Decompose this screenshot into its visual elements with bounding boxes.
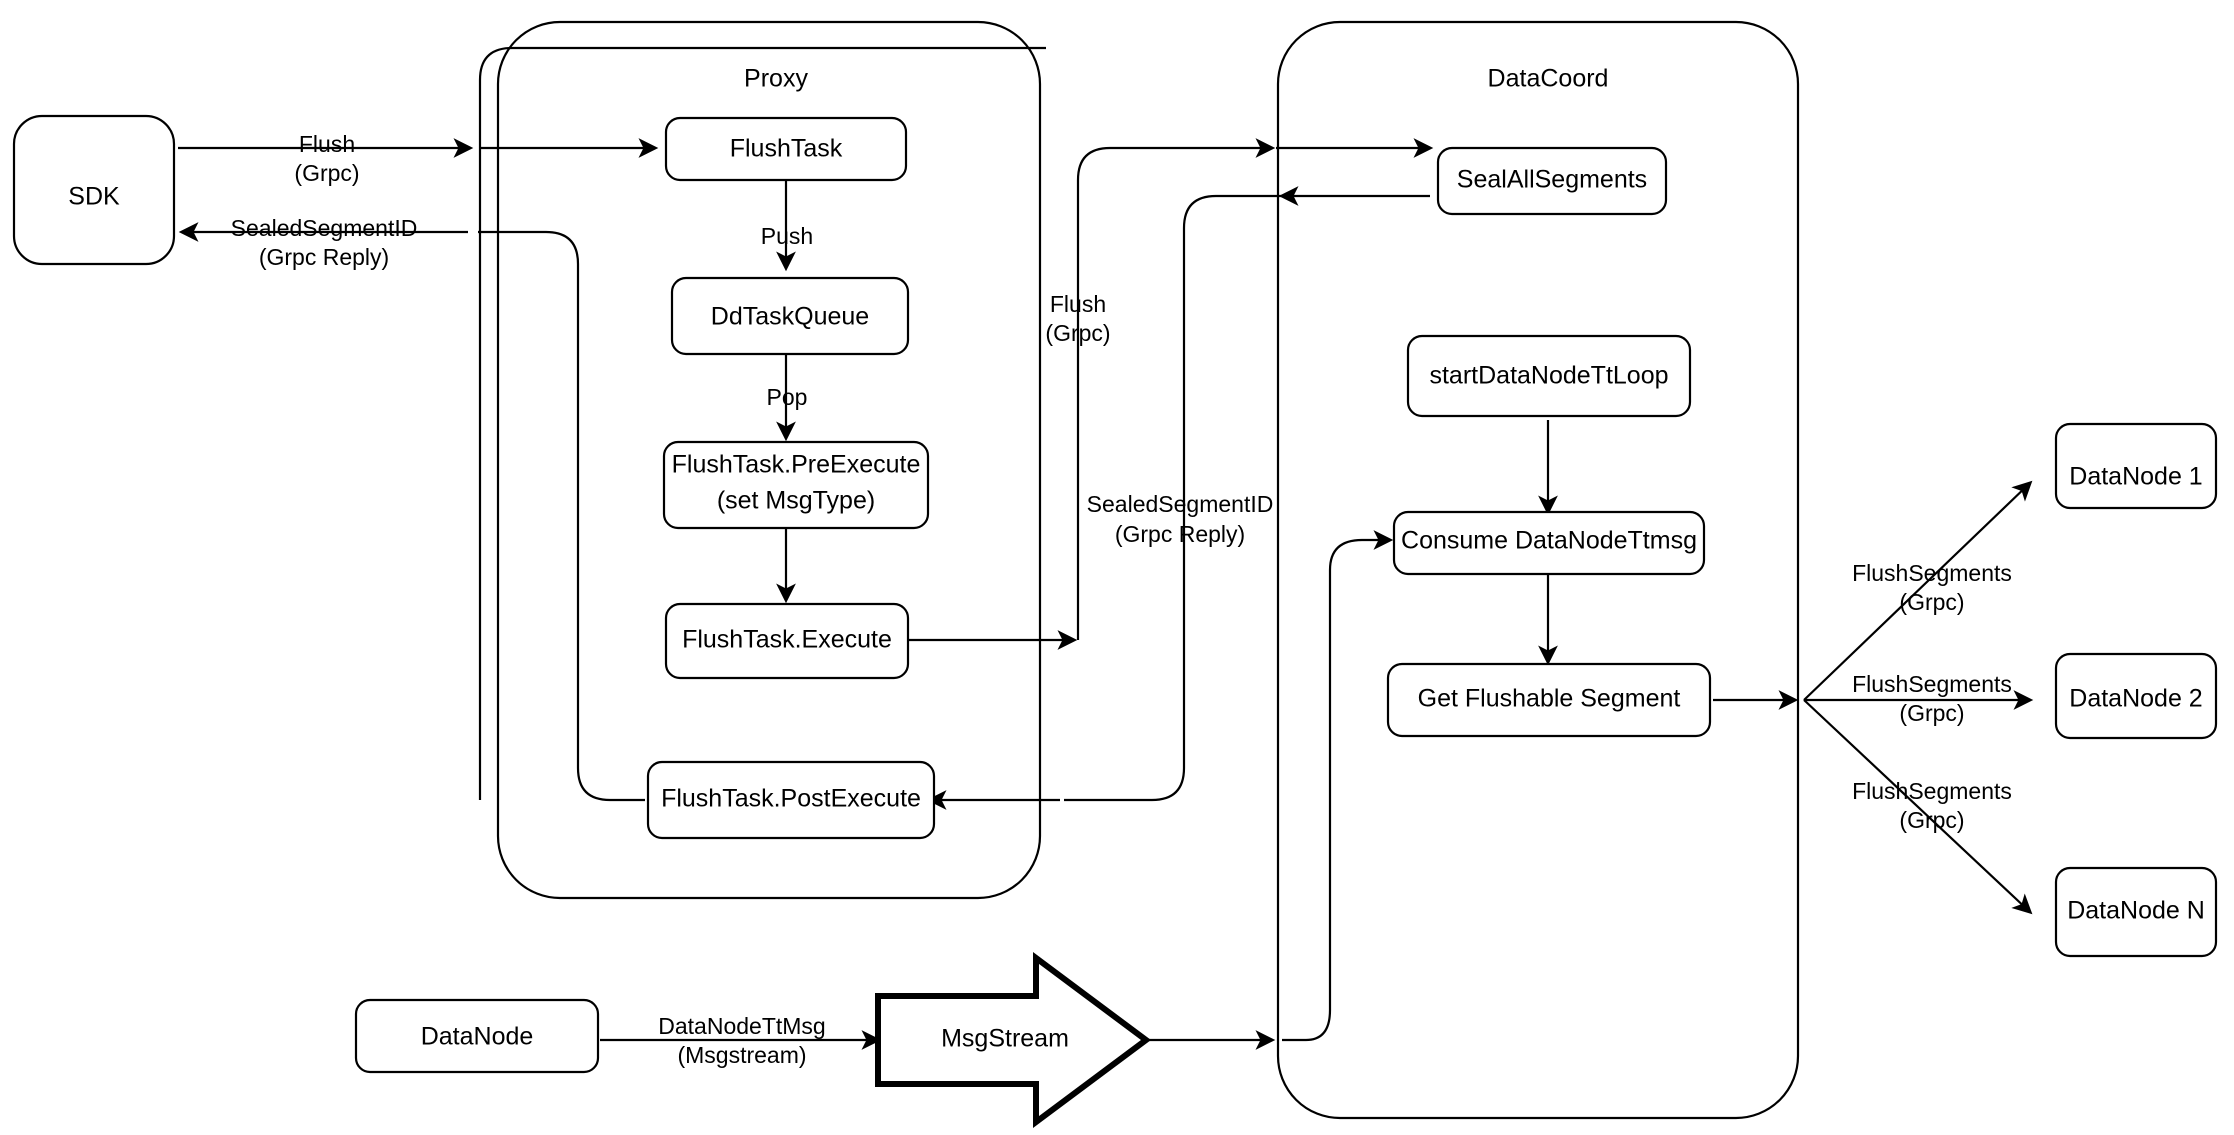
datanode2-label: DataNode 2 [2069,685,2202,713]
datacoord-container-label: DataCoord [1488,65,1609,93]
edge-label-flushsegments-1-line1: FlushSegments [1852,560,2012,586]
edge-label-flush-sdk: Flush (Grpc) [294,131,359,186]
node-datanode-2[interactable]: DataNode 2 [2054,652,2218,740]
node-flushtask-preexecute[interactable]: FlushTask.PreExecute (set MsgType) [662,440,930,530]
node-flushtask-execute[interactable]: FlushTask.Execute [664,602,910,680]
getflushable-box[interactable] [1386,662,1712,738]
edge-label-flush-grpc-line2: (Grpc) [1045,320,1110,346]
startttloop-label: startDataNodeTtLoop [1429,362,1668,390]
edge-label-flush-grpc: Flush (Grpc) [1045,291,1110,346]
edge-label-flushsegments-1-line2: (Grpc) [1899,589,1964,615]
edge-label-sealed-sdk: SealedSegmentID (Grpc Reply) [231,215,418,270]
sdk-label: SDK [68,183,120,211]
datanode-bottom-box[interactable] [354,998,600,1074]
preexecute-label-line1: FlushTask.PreExecute [672,451,921,479]
startttloop-box[interactable] [1406,334,1692,418]
edge-label-flushsegments-n-line1: FlushSegments [1852,778,2012,804]
datacoord-container-rect [1276,20,1800,1120]
node-flushtask[interactable]: FlushTask [664,116,908,182]
node-datanode-1[interactable]: DataNode 1 [2054,422,2218,510]
datanoden-label: DataNode N [2067,897,2205,925]
datanode-bottom-label: DataNode [421,1023,534,1051]
edge-label-flushsegments-n: FlushSegments (Grpc) [1852,778,2012,833]
edge-label-sealed-grpc-reply: SealedSegmentID (Grpc Reply) [1087,491,1274,547]
node-datanode-n[interactable]: DataNode N [2054,866,2218,958]
edge-sealed-reply-trunk [1064,194,1284,802]
node-get-flushable-segment[interactable]: Get Flushable Segment [1386,662,1712,738]
edge-label-flush-grpc-line1: Flush [1050,291,1106,317]
edge-label-sealed-sdk-line1: SealedSegmentID [231,215,418,241]
preexecute-label-line2: (set MsgType) [717,487,875,515]
flushtask-box[interactable] [664,116,908,182]
edge-label-flushsegments-2-line1: FlushSegments [1852,671,2012,697]
edge-label-flushsegments-2: FlushSegments (Grpc) [1852,671,2012,726]
sdk-box[interactable] [12,114,176,266]
node-datanode-bottom[interactable]: DataNode [354,998,600,1074]
edge-label-datanode-ttmsg: DataNodeTtMsg (Msgstream) [658,1013,825,1068]
edge-ttmsg-to-consume [1282,530,1394,1042]
edge-label-flush-sdk-line1: Flush [299,131,355,157]
consume-box[interactable] [1392,510,1706,576]
msgstream-label: MsgStream [941,1025,1069,1053]
datanode1-box[interactable] [2054,422,2218,510]
edge-label-push: Push [761,223,813,249]
edge-fanout-to-datanode-1 [1803,480,2033,701]
edge-flush-grpc-to-datacoord [1076,138,1276,640]
sealallsegments-label: SealAllSegments [1457,166,1647,194]
proxy-container-label: Proxy [744,65,808,93]
edge-label-flush-sdk-line2: (Grpc) [294,160,359,186]
node-flushtask-postexecute[interactable]: FlushTask.PostExecute [646,760,936,840]
edge-label-flushsegments-1: FlushSegments (Grpc) [1852,560,2012,615]
execute-label: FlushTask.Execute [682,626,892,654]
node-ddtaskqueue[interactable]: DdTaskQueue [670,276,910,356]
preexecute-box[interactable] [662,440,930,530]
edge-fanout-to-datanode-n [1803,699,2033,915]
node-start-datanode-ttloop[interactable]: startDataNodeTtLoop [1406,334,1692,418]
sealallsegments-box[interactable] [1436,146,1668,216]
edge-label-datanode-ttmsg-line1: DataNodeTtMsg [658,1013,825,1039]
edge-label-flushsegments-n-line2: (Grpc) [1899,807,1964,833]
edge-label-sealed-sdk-line2: (Grpc Reply) [259,244,389,270]
datanoden-box[interactable] [2054,866,2218,958]
consume-label: Consume DataNodeTtmsg [1401,527,1697,555]
edge-label-pop: Pop [767,384,808,410]
edge-label-sealed-grpc-line1: SealedSegmentID [1087,491,1274,517]
execute-box[interactable] [664,602,910,680]
container-proxy: Proxy [496,20,1042,900]
node-sealallsegments[interactable]: SealAllSegments [1436,146,1668,216]
ddtaskqueue-box[interactable] [670,276,910,356]
postexecute-box[interactable] [646,760,936,840]
container-datacoord: DataCoord [1276,20,1800,1120]
node-consume-datanode-ttmsg[interactable]: Consume DataNodeTtmsg [1392,510,1706,576]
edge-label-datanode-ttmsg-line2: (Msgstream) [677,1042,806,1068]
flushtask-label: FlushTask [730,135,843,163]
ddtaskqueue-label: DdTaskQueue [711,303,869,331]
edge-trunk-top-left [478,46,1046,800]
proxy-container-rect [496,20,1042,900]
datanode1-label: DataNode 1 [2069,463,2202,491]
edge-label-sealed-grpc-line2: (Grpc Reply) [1115,521,1245,547]
getflushable-label: Get Flushable Segment [1418,685,1681,713]
node-sdk[interactable]: SDK [12,114,176,266]
datanode2-box[interactable] [2054,652,2218,740]
edge-label-flushsegments-2-line2: (Grpc) [1899,700,1964,726]
node-msgstream[interactable]: MsgStream [875,952,1152,1128]
edge-postexecute-to-sdk-reply [478,230,645,802]
postexecute-label: FlushTask.PostExecute [661,785,921,813]
msgstream-arrow-shape[interactable] [875,952,1152,1128]
